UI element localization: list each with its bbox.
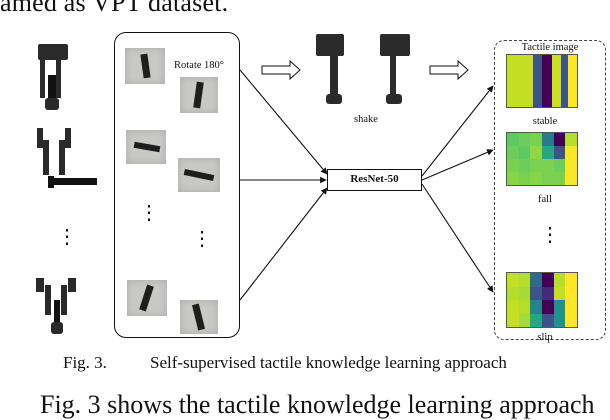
body-text-top: amed as VPT dataset. bbox=[0, 0, 229, 17]
ellipsis-left-a: ⋮ bbox=[139, 202, 159, 224]
ellipsis-right: ⋮ bbox=[540, 224, 560, 246]
augmentation-box bbox=[114, 32, 240, 338]
caption-label: Fig. 3. bbox=[63, 353, 107, 372]
gripper-photo-3 bbox=[36, 278, 76, 334]
block-arrow-1 bbox=[261, 59, 301, 81]
caption-text: Self-supervised tactile knowledge learni… bbox=[150, 353, 507, 372]
object-photo-2a bbox=[126, 130, 166, 164]
object-photo-3a bbox=[127, 280, 167, 316]
gripper-photo-1 bbox=[38, 44, 68, 110]
figure-arrows-and-photos bbox=[36, 34, 494, 334]
object-photo-1b bbox=[180, 77, 218, 113]
tactile-heatmap-fall bbox=[506, 132, 578, 186]
shake-label: shake bbox=[354, 114, 378, 125]
block-arrow-2 bbox=[429, 59, 469, 81]
shake-photo bbox=[316, 34, 410, 104]
label-stable: stable bbox=[532, 116, 558, 127]
object-photo-1a bbox=[125, 48, 165, 84]
resnet-box: ResNet-50 bbox=[327, 169, 422, 191]
rotate-label: Rotate 180° bbox=[174, 60, 224, 71]
output-box bbox=[494, 40, 606, 340]
gripper-photo-2 bbox=[37, 128, 97, 188]
tactile-heatmap-slip bbox=[506, 272, 578, 328]
object-photo-3b bbox=[180, 300, 218, 334]
ellipsis-gripper: ⋮ bbox=[57, 226, 77, 248]
object-photo-2b bbox=[178, 158, 220, 192]
label-fall: fall bbox=[538, 194, 552, 205]
tactile-image-title: Tactile image bbox=[521, 42, 579, 53]
ellipsis-left-b: ⋮ bbox=[192, 228, 212, 250]
label-slip: slip bbox=[537, 332, 553, 343]
tactile-heatmap-stable bbox=[506, 54, 578, 108]
